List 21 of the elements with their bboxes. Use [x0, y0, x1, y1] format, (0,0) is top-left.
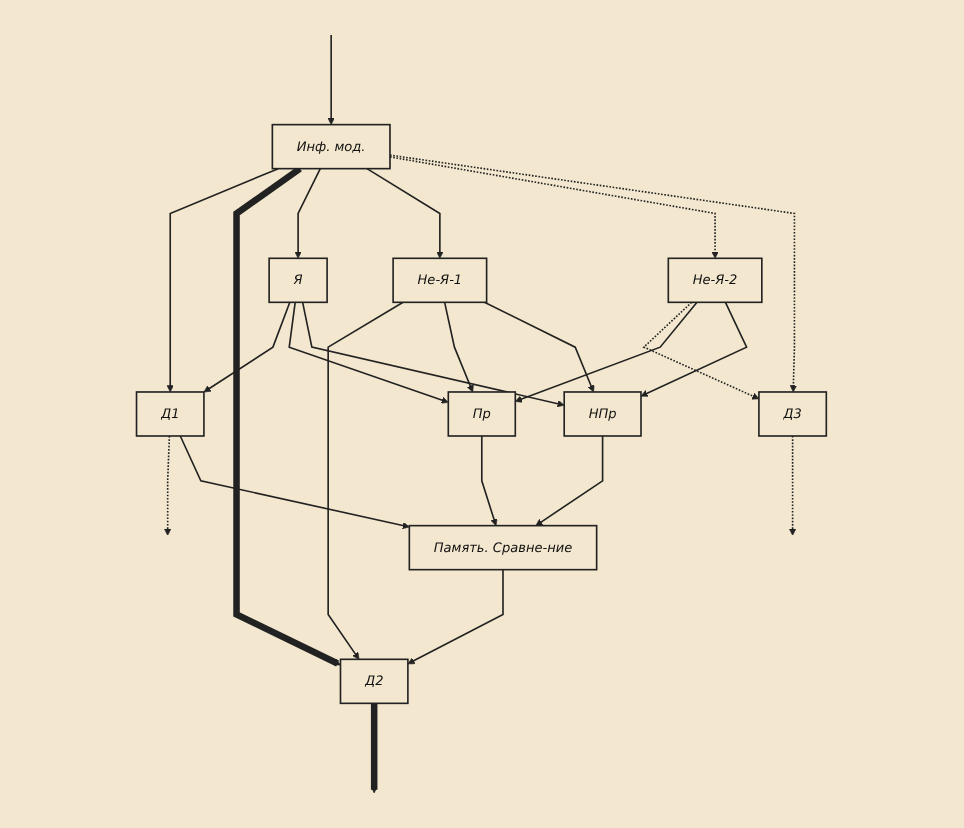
arrow: [481, 435, 499, 526]
arrow: [288, 301, 450, 404]
arrow: [789, 435, 797, 536]
arrow: [389, 154, 798, 393]
arrow: [515, 301, 699, 403]
arrow: [302, 301, 566, 408]
arrow: [167, 167, 280, 393]
arrow: [484, 301, 595, 393]
arrow: [164, 435, 172, 536]
arrow: [328, 34, 336, 125]
arrow: [233, 166, 342, 667]
arrow: [536, 435, 604, 526]
arrow: [444, 301, 475, 393]
arrow: [371, 703, 379, 794]
arrow: [295, 167, 322, 259]
arrow: [389, 156, 720, 259]
arrow: [408, 568, 505, 665]
arrow: [204, 301, 292, 393]
arrow: [366, 167, 444, 259]
arrow: [327, 301, 405, 660]
arrow: [180, 435, 411, 530]
